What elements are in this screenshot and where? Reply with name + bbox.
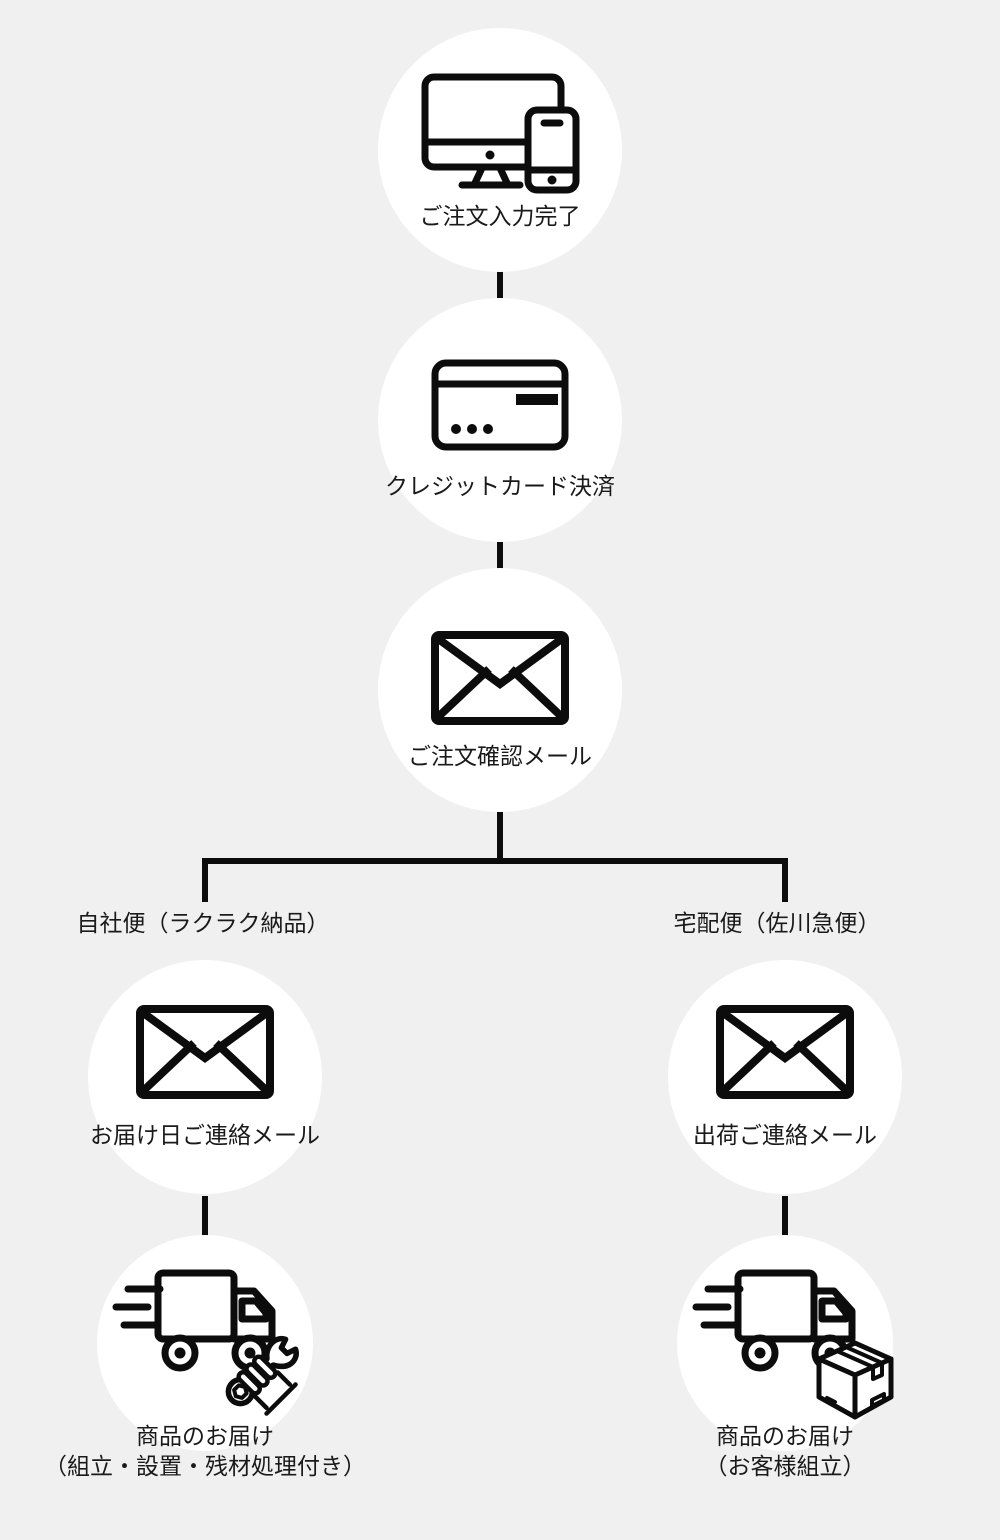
branch-right-stub xyxy=(782,858,788,902)
mail-envelope-icon xyxy=(136,1005,274,1099)
connector-step3-branch xyxy=(497,810,503,864)
mail-envelope-icon xyxy=(431,631,569,725)
step-label-line1: 商品のお届け xyxy=(716,1423,854,1449)
step-delivery-with-assembly xyxy=(97,1235,313,1451)
connector-right-mail-delivery xyxy=(782,1196,788,1238)
connector-left-mail-delivery xyxy=(202,1196,208,1238)
step-order-confirmation-mail: ご注文確認メール xyxy=(378,568,622,812)
branch-label-company-delivery: 自社便（ラクラク納品） xyxy=(76,910,330,936)
branch-horizontal-line xyxy=(202,858,788,864)
step-label: クレジットカード決済 xyxy=(385,473,615,499)
step-label-line2: （組立・設置・残材処理付き） xyxy=(44,1453,366,1479)
connector-step2-step3 xyxy=(497,540,503,572)
step-credit-card-payment: クレジットカード決済 xyxy=(378,298,622,542)
hand-holding-wrench-icon xyxy=(225,1335,299,1416)
step-label-line2: （お客様組立） xyxy=(704,1453,866,1479)
step-label: ご注文確認メール xyxy=(408,743,592,769)
desktop-and-smartphone-icon xyxy=(421,73,580,194)
step-label-block: 商品のお届け （組立・設置・残材処理付き） xyxy=(44,1421,366,1481)
step-label-block: 商品のお届け （お客様組立） xyxy=(705,1421,866,1481)
step-order-input-complete: ご注文入力完了 xyxy=(378,28,622,272)
step-shipping-notice-mail: 出荷ご連絡メール xyxy=(668,960,902,1194)
delivery-truck-icon xyxy=(112,1269,276,1372)
step-label-line1: 商品のお届け xyxy=(136,1423,274,1449)
step-delivery-customer-assembly xyxy=(677,1235,894,1451)
step-label: ご注文入力完了 xyxy=(419,203,581,229)
step-label: 出荷ご連絡メール xyxy=(693,1122,877,1148)
branch-label-courier-delivery: 宅配便（佐川急便） xyxy=(673,910,881,936)
mail-envelope-icon xyxy=(716,1005,854,1099)
step-delivery-date-mail: お届け日ご連絡メール xyxy=(88,960,322,1194)
cardboard-box-icon xyxy=(816,1340,894,1420)
credit-card-icon xyxy=(431,359,569,451)
branch-left-stub xyxy=(202,858,208,902)
connector-step1-step2 xyxy=(497,270,503,302)
step-label: お届け日ご連絡メール xyxy=(90,1122,320,1148)
